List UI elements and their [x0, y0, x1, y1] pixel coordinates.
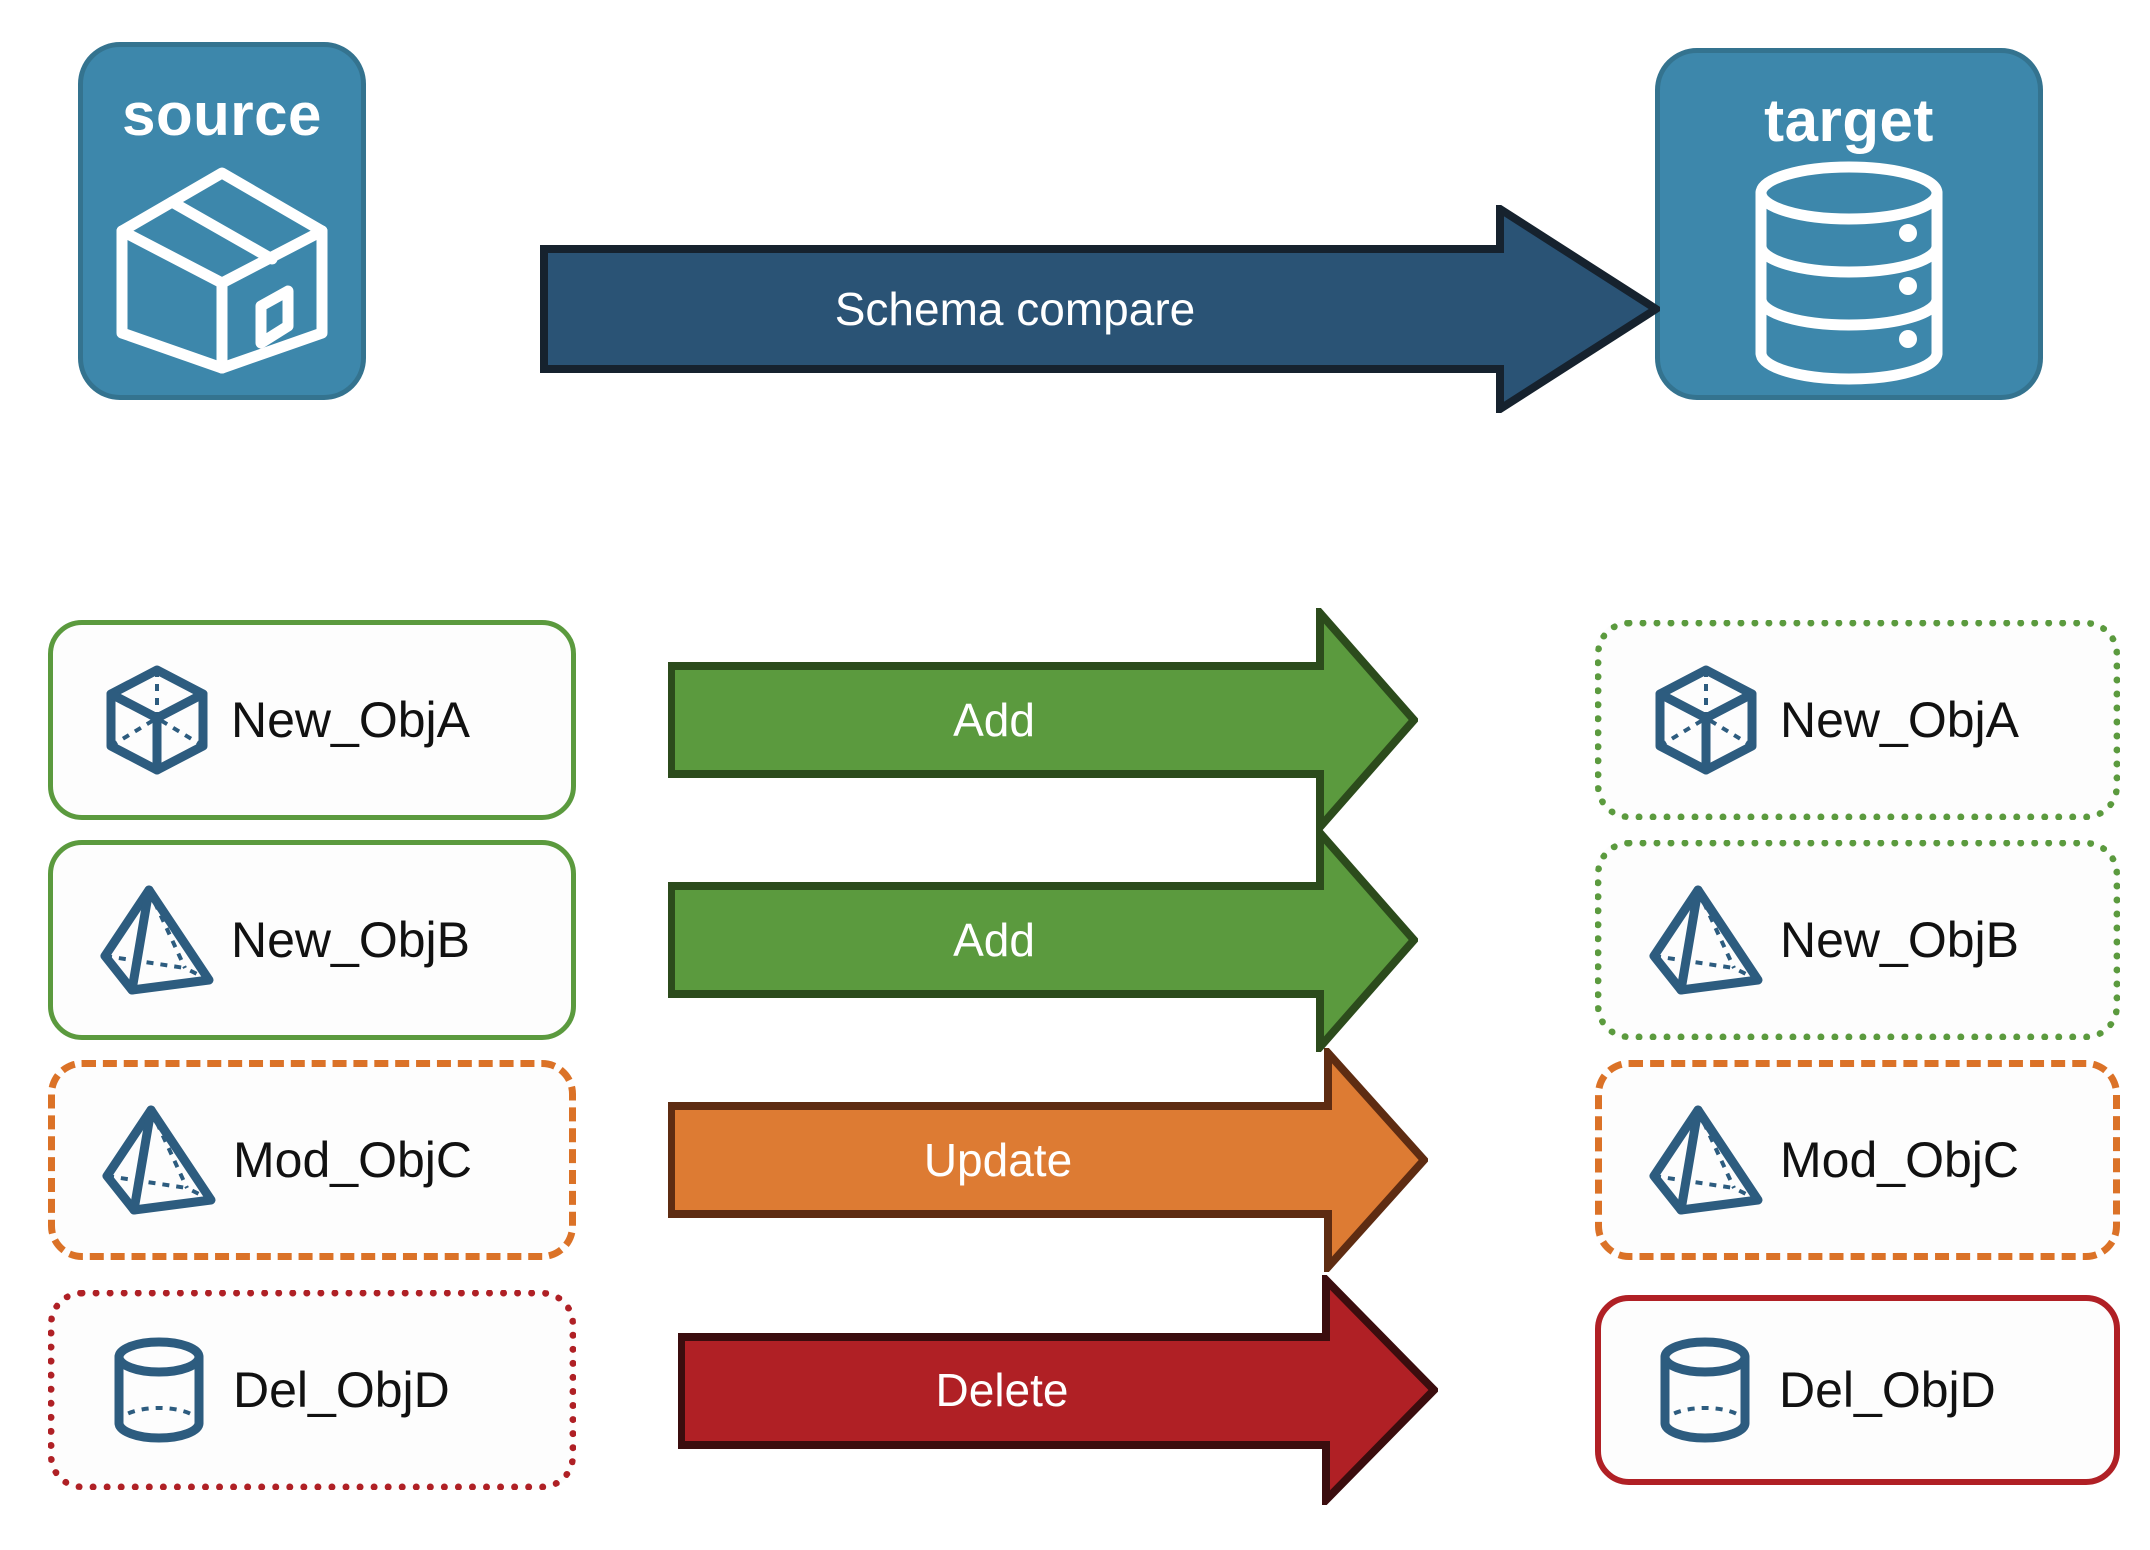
schema-compare-label: Schema compare — [834, 283, 1196, 335]
source-object-row-2[interactable]: New_ObjB — [48, 840, 576, 1040]
schema-compare-arrow-shape — [540, 201, 1664, 417]
database-cylinder-icon — [1660, 151, 2038, 395]
wireframe-pyramid-icon — [97, 884, 217, 996]
wireframe-cube-icon — [1646, 664, 1766, 776]
source-object-row-1[interactable]: New_ObjA — [48, 620, 576, 820]
source-endpoint-panel[interactable]: source — [78, 42, 366, 400]
wireframe-cylinder-icon — [1645, 1335, 1765, 1445]
target-object-row-1[interactable]: New_ObjA — [1595, 620, 2120, 820]
target-endpoint-panel[interactable]: target — [1655, 48, 2043, 400]
delete-arrow-shape — [677, 1270, 1440, 1510]
source-label: source — [122, 81, 322, 148]
add-arrow-shape-1 — [667, 602, 1420, 838]
target-object-row-2[interactable]: New_ObjB — [1595, 840, 2120, 1040]
source-object-name-1: New_ObjA — [231, 692, 470, 748]
action-arrow-update[interactable]: Update — [667, 1042, 1430, 1278]
package-box-icon — [83, 145, 361, 395]
wireframe-cylinder-icon — [99, 1335, 219, 1445]
source-object-row-4[interactable]: Del_ObjD — [48, 1290, 576, 1490]
action-arrow-add-2[interactable]: Add — [667, 822, 1420, 1058]
update-arrow-shape — [667, 1042, 1430, 1278]
action-arrow-delete[interactable]: Delete — [677, 1270, 1440, 1510]
wireframe-pyramid-icon — [1646, 884, 1766, 996]
schema-compare-arrow[interactable]: Schema compare — [540, 201, 1664, 417]
target-object-row-4[interactable]: Del_ObjD — [1595, 1295, 2120, 1485]
target-object-name-1: New_ObjA — [1780, 692, 2019, 748]
wireframe-pyramid-icon — [1646, 1104, 1766, 1216]
target-label: target — [1764, 87, 1934, 154]
target-object-name-2: New_ObjB — [1780, 912, 2019, 968]
wireframe-pyramid-icon — [99, 1104, 219, 1216]
source-object-row-3[interactable]: Mod_ObjC — [48, 1060, 576, 1260]
source-object-name-3: Mod_ObjC — [233, 1132, 472, 1188]
add-arrow-shape-2 — [667, 822, 1420, 1058]
wireframe-cube-icon — [97, 664, 217, 776]
target-object-row-3[interactable]: Mod_ObjC — [1595, 1060, 2120, 1260]
target-object-name-3: Mod_ObjC — [1780, 1132, 2019, 1188]
action-arrow-add-1[interactable]: Add — [667, 602, 1420, 838]
source-object-name-2: New_ObjB — [231, 912, 470, 968]
source-object-name-4: Del_ObjD — [233, 1362, 450, 1418]
target-object-name-4: Del_ObjD — [1779, 1362, 1996, 1418]
